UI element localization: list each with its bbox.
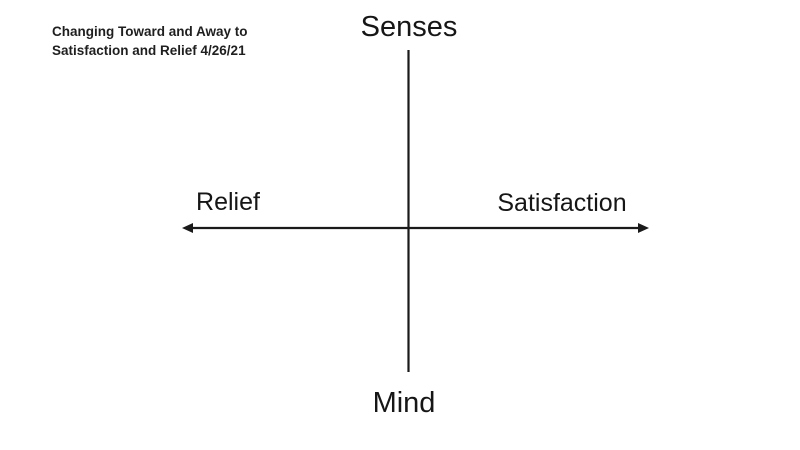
right-arrowhead-icon	[638, 223, 649, 233]
left-arrowhead-icon	[182, 223, 193, 233]
slide-title-line2: Satisfaction and Relief 4/26/21	[52, 43, 246, 58]
axis-label-satisfaction: Satisfaction	[497, 189, 627, 217]
slide-title: Changing Toward and Away to Satisfaction…	[52, 22, 248, 60]
axis-label-mind: Mind	[372, 387, 436, 419]
axis-label-relief: Relief	[196, 188, 260, 216]
slide-title-line1: Changing Toward and Away to	[52, 24, 248, 39]
axis-label-senses: Senses	[360, 11, 458, 43]
